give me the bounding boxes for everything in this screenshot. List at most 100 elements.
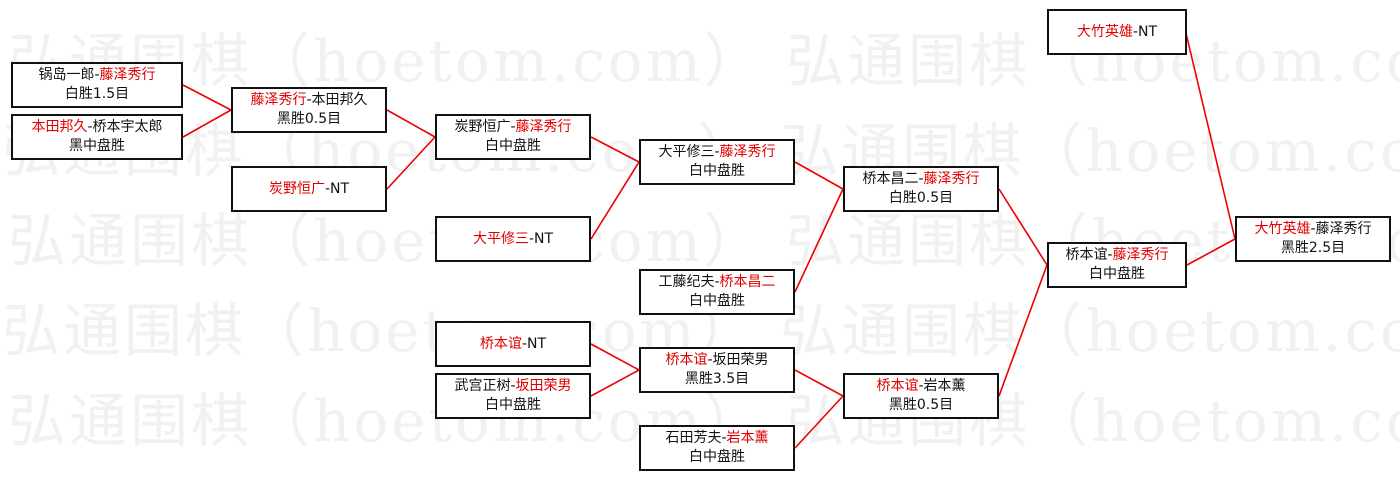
match-players: 大竹英雄-藤泽秀行 <box>1254 220 1371 239</box>
player-two: 本田邦久 <box>311 92 368 108</box>
match-result: 黑中盘胜 <box>69 138 125 154</box>
match-box: 本田邦久-桥本宇太郎黑中盘胜 <box>11 114 183 160</box>
bracket-connector <box>998 264 1048 397</box>
match-result: 白中盘胜 <box>485 138 541 154</box>
player-one: 炭野恒广 <box>454 119 511 135</box>
match-box: 大平修三-藤泽秀行白中盘胜 <box>639 139 795 185</box>
match-box: 桥本谊-岩本薰黑胜0.5目 <box>843 373 999 419</box>
player-one: 桥本谊 <box>876 378 919 394</box>
match-box: 桥本谊-藤泽秀行白中盘胜 <box>1047 242 1187 288</box>
player-one: 锅岛一郎 <box>38 67 95 83</box>
match-result: 白中盘胜 <box>689 449 745 465</box>
versus-dash: - <box>918 378 924 394</box>
versus-dash: - <box>918 171 924 187</box>
match-result: 白胜1.5目 <box>64 86 130 102</box>
bracket-connector <box>590 369 640 397</box>
match-result: 白胜0.5目 <box>888 190 954 206</box>
match-result: 黑胜2.5目 <box>1280 240 1346 256</box>
versus-dash: - <box>94 67 100 83</box>
bracket-connector <box>794 369 844 397</box>
versus-dash: - <box>521 335 528 352</box>
bracket-connector <box>794 161 844 190</box>
match-players: 桥本谊-岩本薰 <box>876 377 965 396</box>
versus-dash: - <box>1310 221 1316 237</box>
versus-dash: - <box>714 144 720 160</box>
match-box: 桥本昌二-藤泽秀行白胜0.5目 <box>843 166 999 212</box>
match-players: 石田芳夫-岩本薰 <box>665 429 768 448</box>
match-players: 本田邦久-桥本宇太郎 <box>31 118 162 137</box>
versus-dash: - <box>714 274 720 290</box>
versus-dash: - <box>324 180 331 197</box>
player-one: 石田芳夫 <box>665 430 722 446</box>
player-two: 岩本薰 <box>726 430 769 446</box>
bracket-connector <box>386 136 436 190</box>
match-players: 工藤纪夫-桥本昌二 <box>658 273 775 292</box>
match-players: 桥本谊-坂田荣男 <box>665 351 768 370</box>
player-two: 藤泽秀行 <box>99 67 156 83</box>
player-one: 工藤纪夫 <box>658 274 715 290</box>
player-two: 坂田荣男 <box>712 352 769 368</box>
bracket-connector <box>590 343 640 371</box>
match-players: 大平修三-NT <box>473 230 553 249</box>
match-box: 炭野恒广-藤泽秀行白中盘胜 <box>435 114 591 160</box>
player-one: 桥本谊 <box>665 352 708 368</box>
bracket-connector <box>1186 238 1236 266</box>
player-one: 大竹英雄 <box>1254 221 1311 237</box>
match-players: 桥本谊-藤泽秀行 <box>1065 246 1168 265</box>
match-box: 石田芳夫-岩本薰白中盘胜 <box>639 425 795 471</box>
player-two: 藤泽秀行 <box>1315 221 1372 237</box>
match-box: 工藤纪夫-桥本昌二白中盘胜 <box>639 269 795 315</box>
match-box: 大平修三-NT <box>435 216 591 262</box>
player-two: NT <box>527 335 547 352</box>
match-box: 藤泽秀行-本田邦久黑胜0.5目 <box>231 87 387 133</box>
match-result: 黑胜0.5目 <box>276 111 342 127</box>
player-two: 坂田荣男 <box>515 378 572 394</box>
bracket-connector <box>1184 28 1236 240</box>
match-box: 锅岛一郎-藤泽秀行白胜1.5目 <box>11 62 183 108</box>
player-two: NT <box>534 230 554 247</box>
match-box: 大竹英雄-NT <box>1047 9 1187 55</box>
player-two: 藤泽秀行 <box>923 171 980 187</box>
versus-dash: - <box>510 119 516 135</box>
player-one: 武宫正树 <box>454 378 511 394</box>
bracket-connector <box>998 188 1048 266</box>
player-two: 藤泽秀行 <box>515 119 572 135</box>
player-two: 岩本薰 <box>923 378 966 394</box>
match-result: 白中盘胜 <box>1089 266 1145 282</box>
match-box: 武宫正树-坂田荣男白中盘胜 <box>435 373 591 419</box>
bracket-connector <box>182 84 232 111</box>
match-box: 大竹英雄-藤泽秀行黑胜2.5目 <box>1235 216 1391 262</box>
match-players: 大平修三-藤泽秀行 <box>658 143 775 162</box>
match-players: 桥本昌二-藤泽秀行 <box>862 170 979 189</box>
player-two: 藤泽秀行 <box>1112 247 1169 263</box>
match-box: 炭野恒广-NT <box>231 166 387 212</box>
player-one: 大平修三 <box>658 144 715 160</box>
player-one: 桥本谊 <box>1065 247 1108 263</box>
match-players: 桥本谊-NT <box>480 335 546 354</box>
player-two: NT <box>1138 23 1158 40</box>
match-result: 黑胜0.5目 <box>888 397 954 413</box>
match-box: 桥本谊-坂田荣男黑胜3.5目 <box>639 347 795 393</box>
match-players: 大竹英雄-NT <box>1077 23 1157 42</box>
versus-dash: - <box>528 230 535 247</box>
player-one: 大平修三 <box>472 230 529 247</box>
player-one: 大竹英雄 <box>1076 23 1133 40</box>
versus-dash: - <box>1107 247 1113 263</box>
versus-dash: - <box>510 378 516 394</box>
player-one: 藤泽秀行 <box>250 92 307 108</box>
bracket-connector <box>794 188 844 293</box>
bracket-connector <box>182 109 232 138</box>
player-two: 藤泽秀行 <box>719 144 776 160</box>
player-one: 本田邦久 <box>31 119 88 135</box>
match-players: 炭野恒广-NT <box>269 180 349 199</box>
versus-dash: - <box>1132 23 1139 40</box>
match-players: 武宫正树-坂田荣男 <box>454 377 571 396</box>
match-result: 白中盘胜 <box>689 293 745 309</box>
player-one: 桥本谊 <box>479 335 522 352</box>
match-players: 炭野恒广-藤泽秀行 <box>454 118 571 137</box>
match-result: 白中盘胜 <box>689 163 745 179</box>
match-result: 黑胜3.5目 <box>684 371 750 387</box>
match-result: 白中盘胜 <box>485 397 541 413</box>
